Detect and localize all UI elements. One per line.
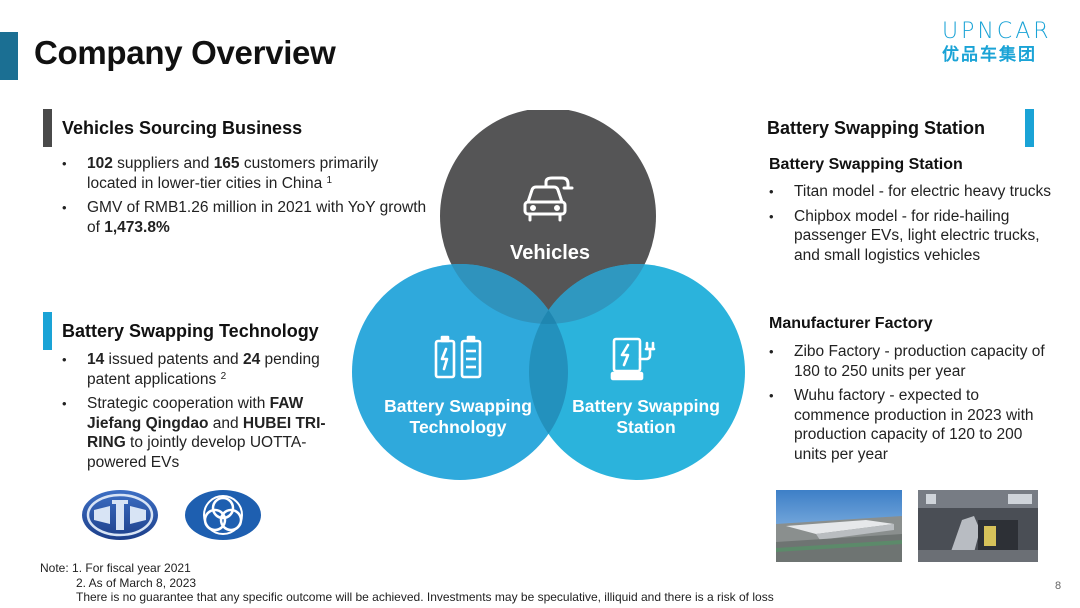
- disclaimer: There is no guarantee that any specific …: [76, 590, 774, 604]
- list-item: Zibo Factory - production capacity of 18…: [767, 342, 1052, 381]
- venn-label-station-2: Station: [616, 417, 675, 437]
- footnote-1: Note: 1. For fiscal year 2021: [40, 561, 191, 575]
- section-bar-vehicles: [43, 109, 52, 147]
- venn-label-vehicles: Vehicles: [510, 242, 590, 264]
- vehicles-sourcing-list: 102 suppliers and 165 customers primaril…: [60, 154, 430, 242]
- venn-diagram: Vehicles Battery Swapping Technology Bat…: [352, 110, 745, 480]
- tri-ring-emblem: [185, 490, 261, 540]
- swapping-station-list: Titan model - for electric heavy trucks …: [767, 182, 1057, 270]
- battery-icon: [434, 335, 482, 379]
- charging-station-icon: [610, 337, 656, 381]
- section-title-vehicles-sourcing: Vehicles Sourcing Business: [62, 118, 303, 138]
- logo-text-en: UPNCAR: [942, 19, 1052, 44]
- footnotes: Note: 1. For fiscal year 2021 2. As of M…: [40, 561, 774, 605]
- electric-car-icon: [523, 176, 574, 222]
- footnote-2: 2. As of March 8, 2023: [76, 575, 197, 590]
- section-bar-technology: [43, 312, 52, 350]
- list-item: Strategic cooperation with FAW Jiefang Q…: [60, 394, 360, 472]
- company-logo: UPNCAR 优品车集团: [942, 20, 1062, 70]
- page-number: 8: [1055, 580, 1062, 592]
- list-item: Chipbox model - for ride-hailing passeng…: [767, 207, 1057, 266]
- factory-interior-photo: [918, 490, 1038, 562]
- swapping-technology-list: 14 issued patents and 24 pending patent …: [60, 350, 360, 477]
- faw-emblem: [82, 490, 158, 540]
- section-title-swapping-station: Battery Swapping Station: [767, 118, 986, 138]
- section-bar-station: [1025, 109, 1034, 147]
- venn-label-technology-2: Technology: [410, 417, 507, 437]
- title-accent-bar: [0, 32, 18, 80]
- list-item: 14 issued patents and 24 pending patent …: [60, 350, 360, 389]
- subsection-title-swapping-station: Battery Swapping Station: [769, 156, 963, 173]
- logo-text-cn: 优品车集团: [942, 45, 1037, 65]
- list-item: 102 suppliers and 165 customers primaril…: [60, 154, 430, 193]
- manufacturer-factory-list: Zibo Factory - production capacity of 18…: [767, 342, 1052, 469]
- subsection-title-manufacturer-factory: Manufacturer Factory: [769, 315, 933, 332]
- page-title: Company Overview: [34, 34, 336, 71]
- factory-aerial-photo: [776, 490, 902, 562]
- section-title-swapping-technology: Battery Swapping Technology: [62, 321, 319, 341]
- list-item: Wuhu factory - expected to commence prod…: [767, 386, 1052, 464]
- list-item: GMV of RMB1.26 million in 2021 with YoY …: [60, 198, 430, 237]
- list-item: Titan model - for electric heavy trucks: [767, 182, 1057, 202]
- venn-label-station-1: Battery Swapping: [572, 396, 720, 416]
- venn-label-technology-1: Battery Swapping: [384, 396, 532, 416]
